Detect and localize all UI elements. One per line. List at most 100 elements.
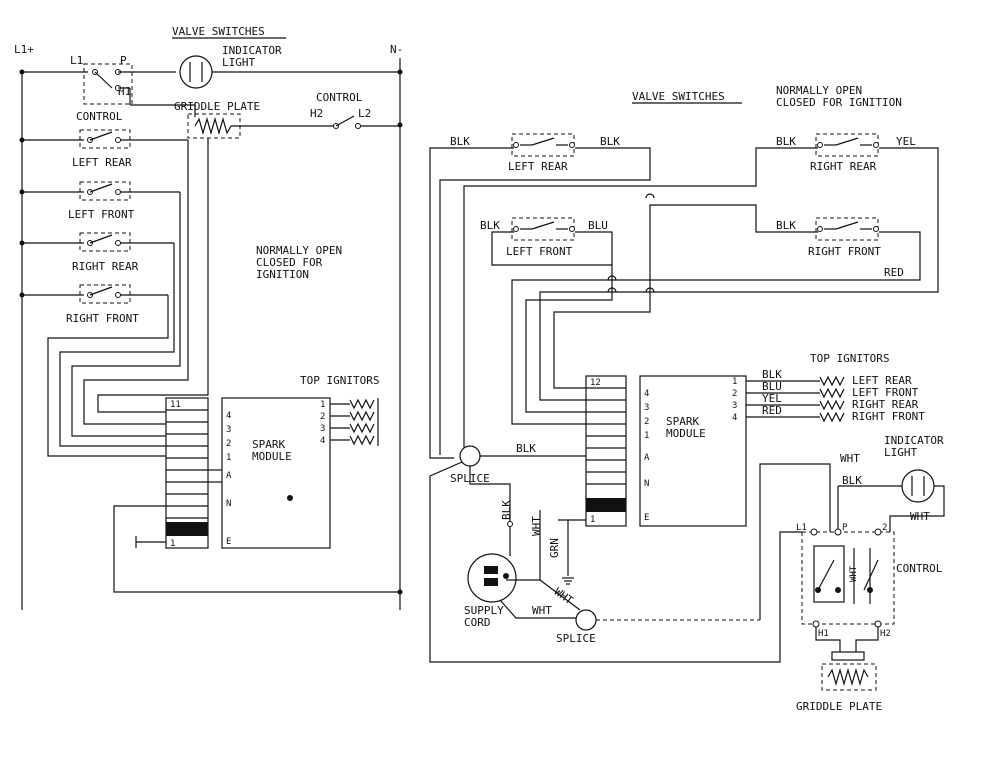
indicator-light-icon: [179, 55, 213, 89]
wiring-right-front-switch: [815, 217, 879, 241]
wiring-lf-out-wire: BLU: [588, 219, 608, 232]
p-terminal-label: P: [120, 54, 127, 67]
wiring-cord-blk: BLK: [500, 500, 513, 520]
schematic-pin-bottom: 1: [170, 539, 175, 549]
wiring-right-front-label: RIGHT FRONT: [808, 245, 881, 258]
wiring-module-pin-2: 2: [644, 417, 649, 427]
wiring-rr-out-wire: YEL: [896, 135, 916, 148]
left-front-label: LEFT FRONT: [68, 208, 135, 221]
l1-terminal-label: L1: [70, 54, 83, 67]
control-left-label: CONTROL: [76, 110, 123, 123]
splice-bottom-icon: [575, 609, 597, 631]
wiring-valve-switches-label: VALVE SWITCHES: [632, 90, 725, 103]
control-label: CONTROL: [896, 562, 943, 575]
schematic-spark-module-2: MODULE: [252, 450, 292, 463]
wiring-lf-in-wire: BLK: [480, 219, 500, 232]
schematic-ignitor-pin-3: 3: [320, 424, 325, 434]
schematic-module-pin-a: A: [226, 471, 232, 481]
wiring-ign-wire-2: BLU: [762, 380, 782, 393]
schematic-module-pin-4: 4: [226, 411, 231, 421]
schematic-module-pin-n: N: [226, 499, 231, 509]
wiring-left-front-switch: [511, 217, 575, 241]
wiring-ign-wire-3: YEL: [762, 392, 782, 405]
wiring-indicator-light-2: LIGHT: [884, 446, 917, 459]
wiring-pin-top: 12: [590, 378, 601, 388]
wiring-wht-to-control: WHT: [840, 452, 860, 465]
right-front-label: RIGHT FRONT: [66, 312, 139, 325]
wiring-ign-wire-1: BLK: [762, 368, 782, 381]
valve-switch-right-rear: [22, 232, 174, 252]
ignitor-left-rear-label: LEFT REAR: [852, 374, 912, 387]
l1-plus-label: L1+: [14, 43, 34, 56]
schematic-valve-switches-label: VALVE SWITCHES: [172, 25, 265, 38]
valve-switch-right-front: [22, 284, 168, 304]
griddle-heater-icon: [194, 116, 232, 136]
wiring-indicator-light-1: INDICATOR: [884, 434, 944, 447]
wiring-pin-bottom: 1: [590, 515, 595, 525]
valve-switch-left-rear: [22, 129, 188, 149]
schematic-normally-open-1: NORMALLY OPEN: [256, 244, 342, 257]
wiring-rr-in-wire: BLK: [776, 135, 796, 148]
schematic-module-pin-e: E: [226, 537, 231, 547]
control-switch-block: [801, 528, 895, 628]
wiring-ign-pin-2: 2: [732, 389, 737, 399]
wiring-wht-vertical: WHT: [530, 516, 543, 536]
wiring-indicator-blk: BLK: [842, 474, 862, 487]
griddle-plate-label: GRIDDLE PLATE: [174, 100, 260, 113]
wiring-red-wire-label: RED: [884, 266, 904, 279]
wiring-indicator-wht: WHT: [910, 510, 930, 523]
wiring-spark-module-1: SPARK: [666, 415, 699, 428]
schematic-pin-top: 11: [170, 400, 181, 410]
wiring-ign-pin-4: 4: [732, 413, 737, 423]
supply-cord-label-2: CORD: [464, 616, 491, 629]
schematic-normally-open-2: CLOSED FOR: [256, 256, 323, 269]
valve-switch-left-front: [22, 181, 180, 201]
h2-terminal-label: H2: [310, 107, 323, 120]
wiring-grn-label: GRN: [548, 538, 561, 558]
wiring-module-pin-4: 4: [644, 389, 649, 399]
wiring-indicator-light-icon: [901, 469, 935, 503]
wiring-griddle-plate-label: GRIDDLE PLATE: [796, 700, 882, 713]
wiring-right-rear-switch: [815, 133, 879, 157]
control-p-label: P: [842, 523, 848, 533]
wiring-wht-bottom: WHT: [532, 604, 552, 617]
wiring-ign-wire-4: RED: [762, 404, 782, 417]
schematic-top-ignitors-label: TOP IGNITORS: [300, 374, 379, 387]
schematic-connector-block: [165, 397, 209, 549]
schematic-diagram: VALVE SWITCHES L1+ N- L1 P H1 INDICATOR …: [14, 25, 403, 610]
splice-bottom-label: SPLICE: [556, 632, 596, 645]
wiring-module-pin-3: 3: [644, 403, 649, 413]
wiring-left-front-label: LEFT FRONT: [506, 245, 573, 258]
wiring-module-pin-n: N: [644, 479, 649, 489]
wiring-module-pin-e: E: [644, 513, 649, 523]
ignitor-right-front-label: RIGHT FRONT: [852, 410, 925, 423]
wiring-ignitor-electrodes-icon: [819, 375, 845, 423]
n-minus-label: N-: [390, 43, 403, 56]
wiring-splice-blk: BLK: [516, 442, 536, 455]
wiring-normally-open-2: CLOSED FOR IGNITION: [776, 96, 902, 109]
wiring-rf-in-wire: BLK: [776, 219, 796, 232]
schematic-module-pin-3: 3: [226, 425, 231, 435]
wiring-left-rear-switch: [511, 133, 575, 157]
schematic-ignitor-pin-1: 1: [320, 400, 325, 410]
indicator-light-label-2: LIGHT: [222, 56, 255, 69]
supply-cord-plug-icon: [467, 553, 517, 603]
ignitor-left-front-label: LEFT FRONT: [852, 386, 919, 399]
wiring-lr-out-wire: BLK: [600, 135, 620, 148]
wiring-top-ignitors-label: TOP IGNITORS: [810, 352, 889, 365]
control-l1-label: L1: [796, 523, 807, 533]
wiring-ign-pin-3: 3: [732, 401, 737, 411]
wiring-normally-open-1: NORMALLY OPEN: [776, 84, 862, 97]
wiring-spark-module-2: MODULE: [666, 427, 706, 440]
control-h1-label: H1: [818, 629, 829, 639]
schematic-module-pin-2: 2: [226, 439, 231, 449]
schematic-spark-module-1: SPARK: [252, 438, 285, 451]
control-h2-label: H2: [880, 629, 891, 639]
schematic-ignitor-electrodes-icon: [330, 398, 379, 446]
wiring-module-pin-1: 1: [644, 431, 649, 441]
wiring-layout-diagram: VALVE SWITCHES NORMALLY OPEN CLOSED FOR …: [429, 84, 945, 713]
wiring-lr-in-wire: BLK: [450, 135, 470, 148]
schematic-ignitor-pin-4: 4: [320, 436, 325, 446]
splice-top-icon: [459, 445, 481, 467]
right-rear-label: RIGHT REAR: [72, 260, 139, 273]
